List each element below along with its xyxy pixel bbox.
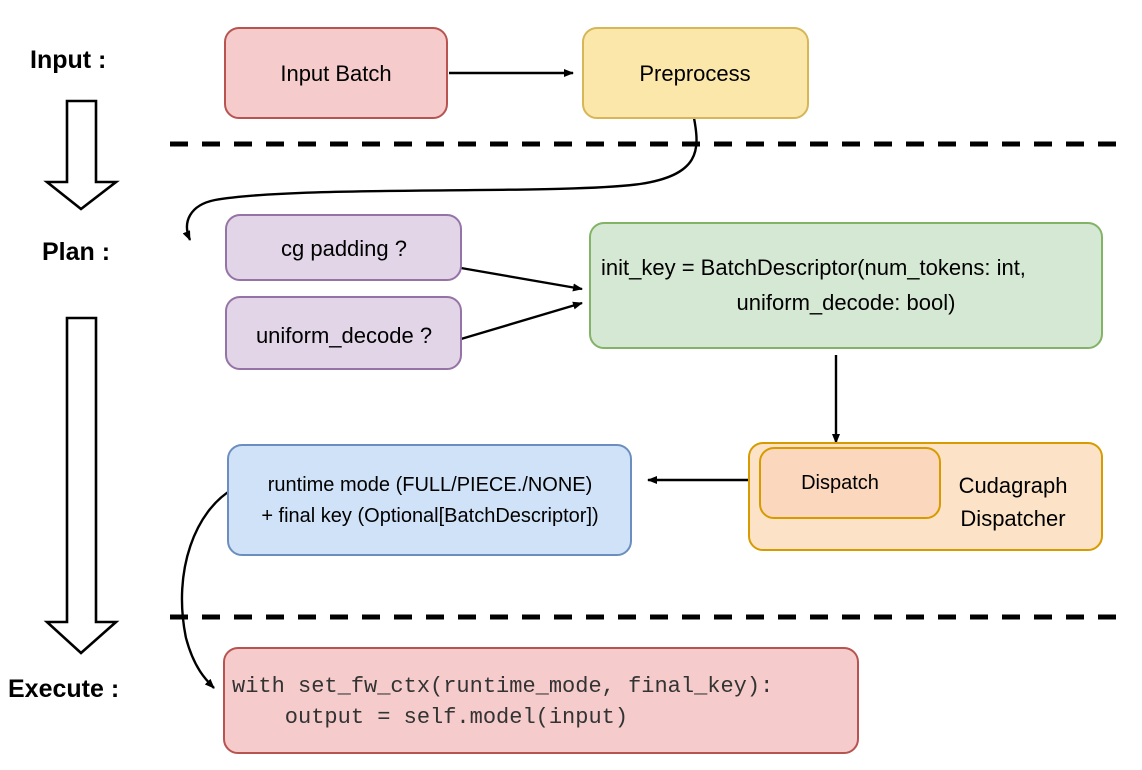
plan-to-execute-arrow <box>43 316 120 655</box>
execute-code-line-2: output = self.model(input) <box>232 705 628 730</box>
input-batch-label: Input Batch <box>280 61 391 86</box>
runtime-mode-line-2: + final key (Optional[BatchDescriptor]) <box>261 505 598 527</box>
node-init-key[interactable]: init_key = BatchDescriptor(num_tokens: i… <box>589 222 1103 349</box>
preprocess-label: Preprocess <box>639 61 750 86</box>
runtime-mode-box[interactable] <box>227 444 632 556</box>
edge-preprocess-to-cgpadding <box>182 117 698 241</box>
dispatch-label: Dispatch <box>801 472 879 494</box>
init-key-line-1: init_key = BatchDescriptor(num_tokens: i… <box>601 255 1026 280</box>
execute-code-box[interactable] <box>223 647 859 754</box>
node-execute-code[interactable]: with set_fw_ctx(runtime_mode, final_key)… <box>223 647 859 754</box>
runtime-mode-line-1: runtime mode (FULL/PIECE./NONE) <box>268 474 593 496</box>
stage-label-input: Input : <box>30 46 106 74</box>
cudagraph-dispatcher-line-2: Dispatcher <box>960 506 1065 531</box>
node-cg-padding[interactable]: cg padding ? <box>225 214 462 281</box>
preprocess-box[interactable] <box>582 27 809 119</box>
node-runtime-mode[interactable]: runtime mode (FULL/PIECE./NONE) + final … <box>227 444 632 556</box>
stage-label-execute: Execute : <box>8 675 119 703</box>
execute-code-line-1: with set_fw_ctx(runtime_mode, final_key)… <box>232 674 773 699</box>
uniform-decode-box[interactable] <box>225 296 462 370</box>
init-key-box[interactable] <box>589 222 1103 349</box>
node-input-batch[interactable]: Input Batch <box>224 27 448 119</box>
cg-padding-label: cg padding ? <box>281 236 407 261</box>
edge-uniformdecode-to-initkey <box>460 301 583 341</box>
edge-runtimemode-to-executecode <box>180 487 234 689</box>
input-batch-box[interactable] <box>224 27 448 119</box>
init-key-line-2: uniform_decode: bool) <box>737 290 956 315</box>
uniform-decode-label: uniform_decode ? <box>256 323 432 348</box>
edge-cgpadding-to-initkey <box>460 266 583 292</box>
node-preprocess[interactable]: Preprocess <box>582 27 809 119</box>
node-dispatch[interactable]: Dispatch <box>759 447 941 519</box>
cg-padding-box[interactable] <box>225 214 462 281</box>
dispatch-box[interactable] <box>759 447 941 519</box>
stage-label-plan: Plan : <box>42 238 110 266</box>
node-uniform-decode[interactable]: uniform_decode ? <box>225 296 462 370</box>
input-to-plan-arrow <box>43 99 120 211</box>
cudagraph-dispatcher-line-1: Cudagraph <box>959 473 1068 498</box>
